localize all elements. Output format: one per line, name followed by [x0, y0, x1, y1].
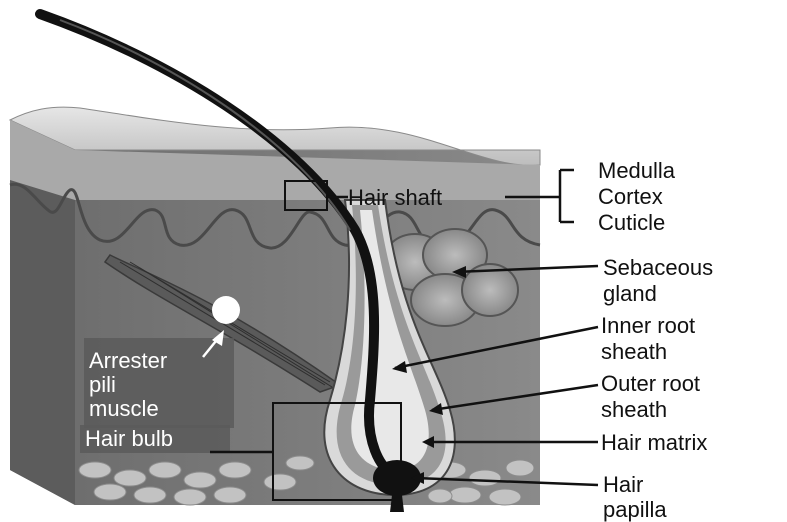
label-arrector-1: Arrester — [89, 348, 167, 373]
label-sebaceous-1: Sebaceous — [603, 255, 713, 280]
label-hair-papilla-2: papilla — [603, 497, 667, 522]
label-cuticle: Cuticle — [598, 210, 665, 235]
label-hair-papilla-1: Hair — [603, 472, 643, 497]
label-hair-bulb: Hair bulb — [85, 426, 173, 451]
label-medulla: Medulla — [598, 158, 676, 183]
label-inner-root-2: sheath — [601, 339, 667, 364]
label-hair-shaft: Hair shaft — [348, 185, 442, 210]
muscle-marker-dot — [212, 296, 240, 324]
label-cortex: Cortex — [598, 184, 663, 209]
label-arrector-2: pili — [89, 372, 116, 397]
label-outer-root-2: sheath — [601, 397, 667, 422]
label-sebaceous-2: gland — [603, 281, 657, 306]
right-labels: Medulla Cortex Cuticle Sebaceous gland I… — [598, 158, 713, 522]
label-hair-matrix: Hair matrix — [601, 430, 707, 455]
label-outer-root-1: Outer root — [601, 371, 700, 396]
label-inner-root-1: Inner root — [601, 313, 695, 338]
label-arrector-3: muscle — [89, 396, 159, 421]
